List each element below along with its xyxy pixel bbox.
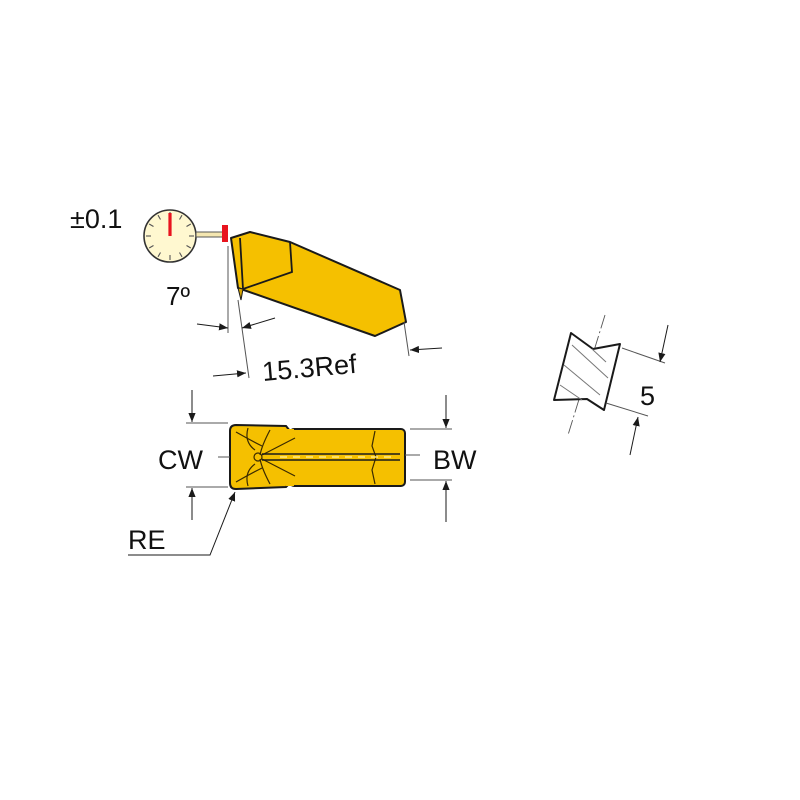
length-ref-dimension: 15.3Ref	[212, 321, 443, 387]
angle-label: 7º	[166, 281, 190, 311]
dial-gauge-icon	[143, 209, 228, 263]
side-view: ±0.1 7º 15.3Ref	[70, 204, 443, 387]
corner-radius-label: RE	[128, 525, 166, 555]
angle-dimension: 7º	[166, 246, 276, 379]
tolerance-label: ±0.1	[70, 204, 122, 234]
insert-side-view	[230, 231, 407, 337]
cutting-width-dimension: CW	[158, 390, 230, 520]
insert-top-view	[229, 423, 406, 491]
length-ref-label: 15.3Ref	[261, 349, 358, 387]
thickness-label: 5	[640, 381, 655, 411]
cutting-width-label: CW	[158, 445, 203, 475]
corner-radius-dimension: RE	[128, 491, 236, 556]
body-width-dimension: BW	[405, 395, 477, 522]
top-view: CW BW RE	[128, 390, 477, 556]
body-width-label: BW	[433, 445, 477, 475]
end-view: 5	[553, 314, 669, 456]
gauge-contact-tip	[222, 225, 228, 242]
